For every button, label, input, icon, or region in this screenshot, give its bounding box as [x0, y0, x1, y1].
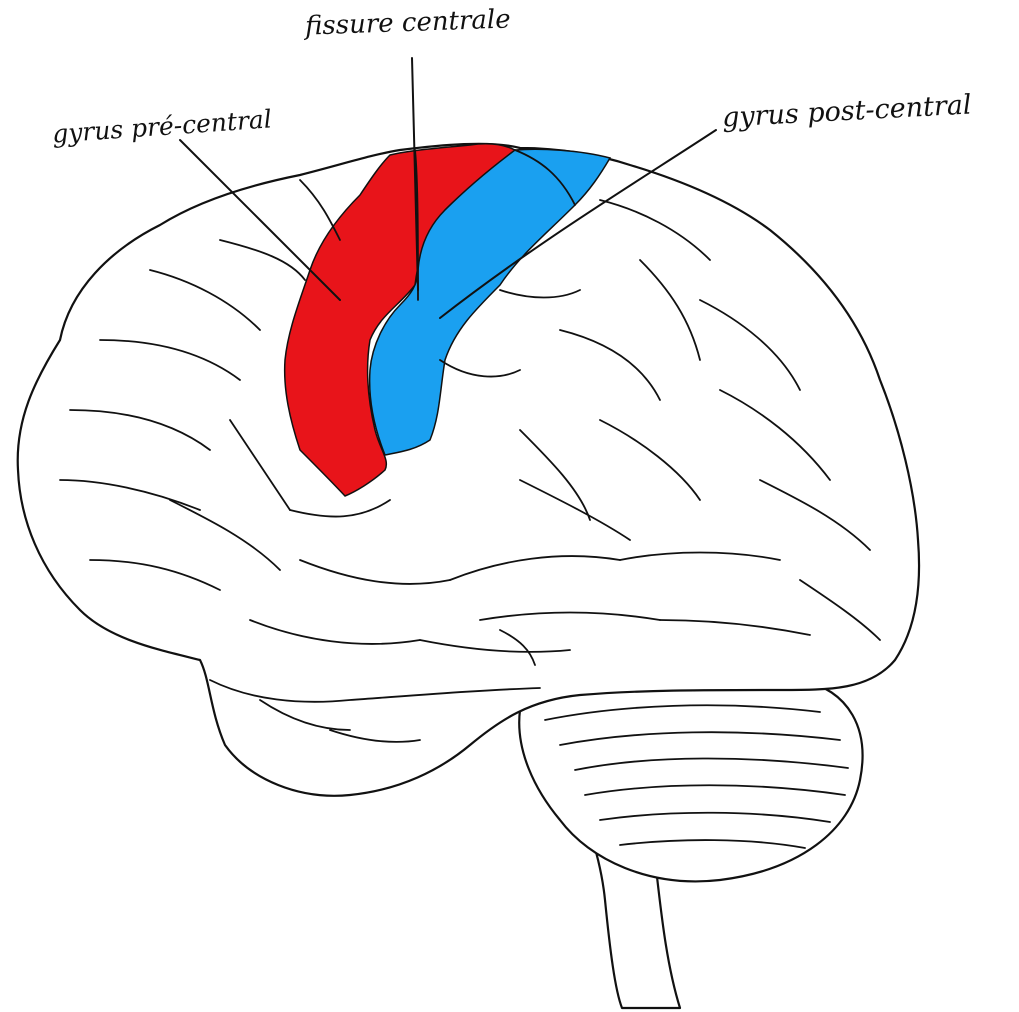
cerebellum	[519, 676, 862, 881]
